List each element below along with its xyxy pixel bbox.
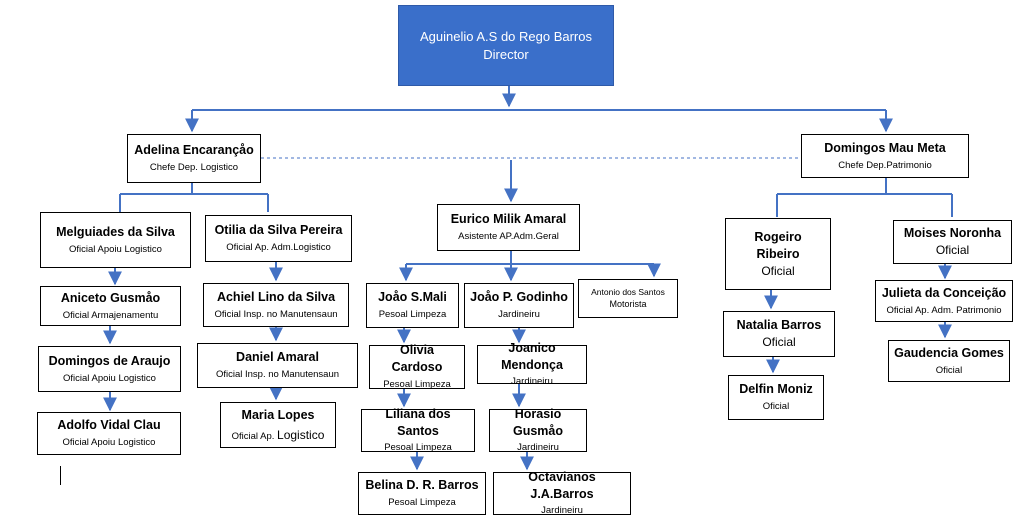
node-role: Pesoal Limpeza bbox=[388, 497, 456, 509]
node-role: Oficial Apoiu Logistico bbox=[63, 372, 156, 384]
node-joao-godinho: Joåo P. Godinho Jardineiru bbox=[464, 283, 574, 328]
node-name: Antonio dos Santos bbox=[591, 286, 665, 297]
text-cursor bbox=[60, 466, 61, 485]
node-antonio: Antonio dos Santos Motorista bbox=[578, 279, 678, 318]
node-role: Oficial Ap. Adm. Patrimonio bbox=[886, 304, 1002, 316]
node-name: Olivia Cardoso bbox=[391, 343, 443, 375]
node-role: Jardineiru bbox=[511, 376, 553, 388]
node-name: Octavianos J.A.Barros bbox=[528, 469, 596, 501]
node-role: Oficial Insp. no Manutensaun bbox=[214, 308, 338, 320]
node-liliana: Liliana dos Santos Pesoal Limpeza bbox=[361, 406, 475, 454]
node-role: Oficial Armajenamentu bbox=[62, 309, 159, 321]
node-joao-mali: Joåo S.Mali Pesoal Limpeza bbox=[366, 283, 459, 328]
node-joanico: Joanico Mendonça Jardineiru bbox=[477, 341, 587, 387]
node-domingos-meta: Domingos Mau Meta Chefe Dep.Patrimonio bbox=[801, 134, 969, 178]
node-name: Julieta da Conceição bbox=[881, 285, 1007, 300]
node-eurico: Eurico Milik Amaral Asistente AP.Adm.Ger… bbox=[437, 204, 580, 251]
node-role: Oficial bbox=[762, 335, 796, 350]
node-delfin: Delfin Moniz Oficial bbox=[728, 375, 824, 420]
node-name: Joåo P. Godinho bbox=[470, 290, 568, 305]
node-name-line2: Ribeiro bbox=[756, 246, 800, 261]
node-name: Belina D. R. Barros bbox=[365, 478, 479, 493]
node-name: Achiel Lino da Silva bbox=[216, 289, 336, 304]
node-director: Aguinelio A.S do Rego Barros Director bbox=[398, 5, 614, 86]
node-name: Eurico Milik Amaral bbox=[450, 212, 567, 227]
node-name: Aguinelio A.S do Rego Barros bbox=[420, 28, 592, 44]
node-role: Oficial Insp. no Manutensaun bbox=[215, 369, 340, 381]
node-role: Oficial Apoiu Logistico bbox=[62, 437, 156, 449]
node-horasio: Horasio Gusmåo Jardineiru bbox=[489, 406, 587, 454]
node-adolfo: Adolfo Vidal Clau Oficial Apoiu Logistic… bbox=[37, 412, 181, 455]
node-role: Oficial bbox=[935, 243, 970, 258]
node-role: Pesoal Limpeza bbox=[378, 309, 447, 321]
node-otilia: Otilia da Silva Pereira Oficial Ap. Adm.… bbox=[205, 215, 352, 262]
node-olivia: Olivia Cardoso Pesoal Limpeza bbox=[369, 343, 465, 390]
node-name: Natalia Barros bbox=[736, 318, 822, 333]
node-role: Motorista bbox=[609, 299, 647, 310]
node-role: Jardineiru bbox=[541, 505, 583, 517]
node-aniceto: Aniceto Gusmåo Oficial Armajenamentu bbox=[40, 286, 181, 326]
node-name: Maria Lopes bbox=[241, 407, 315, 422]
node-name: Adelina Encarançåo bbox=[134, 143, 254, 158]
node-natalia: Natalia Barros Oficial bbox=[723, 311, 835, 357]
node-name: Otilia da Silva Pereira bbox=[214, 223, 343, 238]
node-daniel: Daniel Amaral Oficial Insp. no Manutensa… bbox=[197, 343, 358, 388]
node-role: Pesoal Limpeza bbox=[383, 378, 451, 390]
node-role: Oficial bbox=[761, 263, 795, 278]
node-name: Gaudencia Gomes bbox=[894, 345, 1004, 360]
node-role: Pesoal Limpeza bbox=[384, 442, 452, 454]
node-adelina: Adelina Encarançåo Chefe Dep. Logistico bbox=[127, 134, 261, 183]
node-role: Jardineiru bbox=[517, 442, 559, 454]
node-role: Oficial bbox=[762, 401, 790, 413]
node-rogeiro: Rogeiro Ribeiro Oficial bbox=[725, 218, 831, 290]
node-name: Liliana dos Santos bbox=[385, 406, 451, 438]
node-name: Aniceto Gusmåo bbox=[60, 290, 161, 305]
node-name: Joanico Mendonça bbox=[501, 340, 563, 372]
node-name: Horasio Gusmåo bbox=[512, 406, 563, 438]
node-name: Joåo S.Mali bbox=[378, 290, 447, 305]
node-name: Domingos de Araujo bbox=[48, 353, 171, 368]
node-name-line1: Rogeiro bbox=[754, 229, 802, 244]
node-julieta: Julieta da Conceição Oficial Ap. Adm. Pa… bbox=[875, 280, 1013, 322]
node-role: Director bbox=[483, 46, 529, 62]
node-role: Chefe Dep.Patrimonio bbox=[838, 159, 932, 171]
node-role: Oficial bbox=[935, 364, 963, 376]
node-maria: Maria Lopes Oficial Ap. Logistico bbox=[220, 402, 336, 448]
node-role: Oficial Ap. Logistico bbox=[231, 427, 325, 442]
node-name: Daniel Amaral bbox=[236, 350, 319, 365]
node-moises: Moises Noronha Oficial bbox=[893, 220, 1012, 264]
node-belina: Belina D. R. Barros Pesoal Limpeza bbox=[358, 472, 486, 515]
node-name: Melguiades da Silva bbox=[56, 224, 175, 239]
node-name: Domingos Mau Meta bbox=[824, 140, 946, 155]
node-achiel: Achiel Lino da Silva Oficial Insp. no Ma… bbox=[203, 283, 349, 327]
node-role: Jardineiru bbox=[498, 309, 540, 321]
node-name: Moises Noronha bbox=[903, 226, 1002, 241]
node-role: Oficial Ap. Adm.Logistico bbox=[226, 242, 331, 254]
node-role: Chefe Dep. Logistico bbox=[149, 162, 239, 174]
node-octavianos: Octavianos J.A.Barros Jardineiru bbox=[493, 469, 631, 517]
node-melguiades: Melguiades da Silva Oficial Apoiu Logist… bbox=[40, 212, 191, 268]
node-name: Delfin Moniz bbox=[739, 382, 813, 397]
node-role: Asistente AP.Adm.Geral bbox=[458, 231, 559, 243]
node-role: Oficial Apoiu Logistico bbox=[69, 243, 162, 255]
node-gaudencia: Gaudencia Gomes Oficial bbox=[888, 340, 1010, 382]
node-domingos-araujo: Domingos de Araujo Oficial Apoiu Logisti… bbox=[38, 346, 181, 392]
node-name: Adolfo Vidal Clau bbox=[57, 418, 161, 433]
